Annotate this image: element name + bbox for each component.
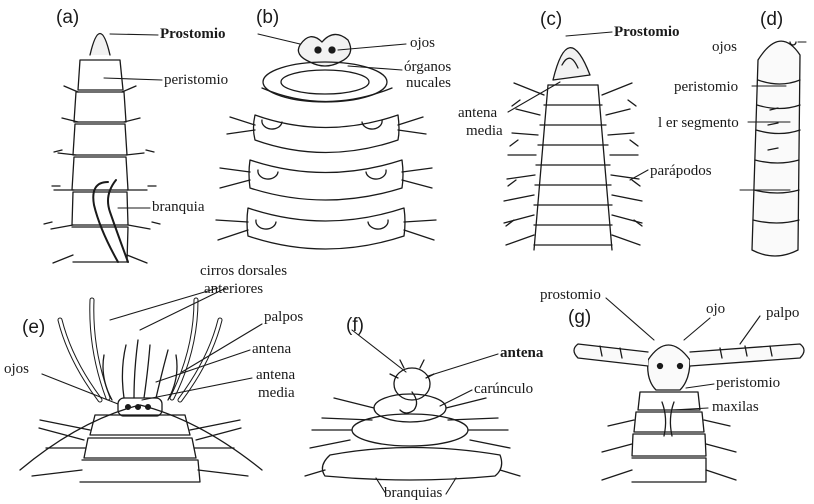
label-ojos-b: ojos bbox=[410, 36, 435, 51]
label-palpo-g: palpo bbox=[766, 306, 799, 321]
label-parapodos-d: parápodos bbox=[650, 164, 712, 179]
label-anteriores-e: anteriores bbox=[204, 282, 263, 297]
specimen-c-drawing bbox=[504, 48, 642, 250]
specimen-e-drawing bbox=[20, 300, 262, 482]
specimen-a-drawing bbox=[44, 34, 160, 264]
panel-a-letter: (a) bbox=[56, 8, 79, 27]
panel-b-letter: (b) bbox=[256, 8, 279, 27]
panel-g-letter: (g) bbox=[568, 308, 591, 327]
label-ojos-d: ojos bbox=[712, 40, 737, 55]
specimen-f-drawing bbox=[305, 360, 520, 480]
specimen-b-drawing bbox=[216, 34, 436, 249]
label-segmento-d: l er segmento bbox=[658, 116, 739, 131]
label-media-c: media bbox=[466, 124, 503, 139]
label-branquias-f: branquias bbox=[384, 486, 442, 501]
label-caruncula-f: carúnculo bbox=[474, 382, 533, 397]
label-antena-media-e: antena bbox=[256, 368, 295, 383]
label-antena-f: antena bbox=[500, 346, 543, 361]
label-prostomio-g: prostomio bbox=[540, 288, 601, 303]
label-media-e: media bbox=[258, 386, 295, 401]
label-palpos-e: palpos bbox=[264, 310, 303, 325]
label-nucales-b: nucales bbox=[406, 76, 451, 91]
label-branquia-a: branquia bbox=[152, 200, 204, 215]
label-peristomio-d: peristomio bbox=[674, 80, 738, 95]
panel-e-letter: (e) bbox=[22, 318, 45, 337]
label-ojos-e: ojos bbox=[4, 362, 29, 377]
panel-c-letter: (c) bbox=[540, 10, 562, 29]
specimen-g-drawing bbox=[574, 344, 804, 482]
label-peristomio-g: peristomio bbox=[716, 376, 780, 391]
label-antena-e: antena bbox=[252, 342, 291, 357]
label-ojo-g: ojo bbox=[706, 302, 725, 317]
label-prostomio-a: Prostomio bbox=[160, 27, 226, 42]
label-maxilas-g: maxilas bbox=[712, 400, 759, 415]
label-peristomio-a: peristomio bbox=[164, 73, 228, 88]
label-cirros-e: cirros dorsales bbox=[200, 264, 287, 279]
panel-f-letter: (f) bbox=[346, 316, 364, 335]
label-organos-b: órganos bbox=[404, 60, 451, 75]
specimen-d-drawing bbox=[752, 41, 800, 256]
label-antena-c: antena bbox=[458, 106, 497, 121]
label-prostomio-c: Prostomio bbox=[614, 25, 680, 40]
panel-d-letter: (d) bbox=[760, 10, 783, 29]
